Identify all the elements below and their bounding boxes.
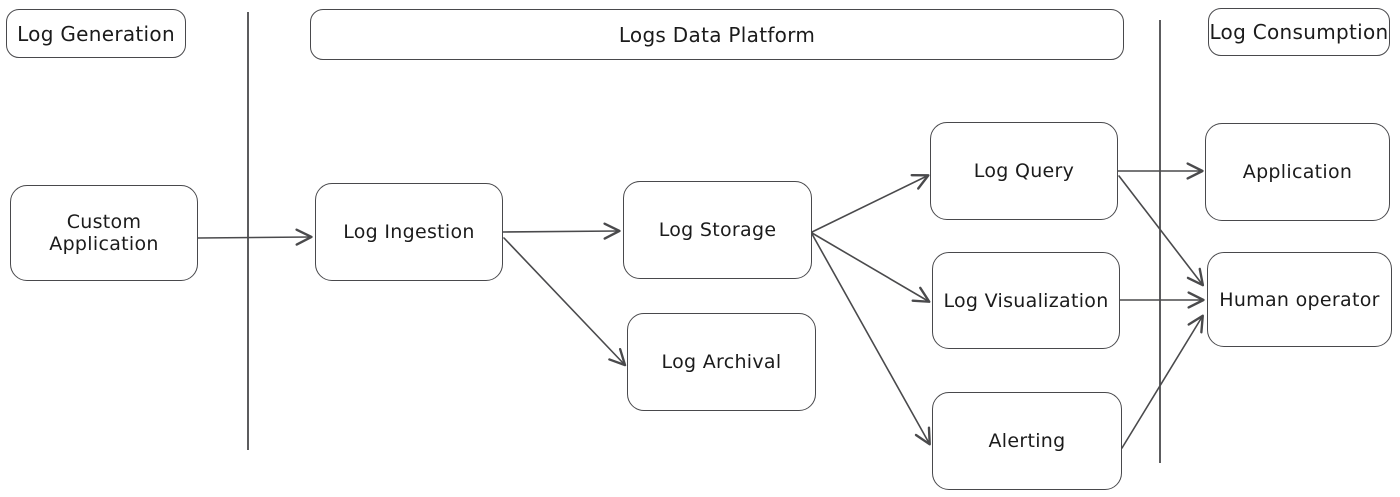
node-human-operator: Human operator [1207, 252, 1392, 347]
edge-log-storage-alerting [811, 233, 931, 446]
edge-log-storage-log-visualization [811, 232, 931, 303]
section-label-logs-data-platform: Logs Data Platform [310, 9, 1124, 60]
node-log-archival: Log Archival [627, 313, 816, 411]
edge-custom-application-log-ingestion [197, 228, 313, 246]
section-label-log-generation: Log Generation [6, 9, 186, 58]
node-alerting: Alerting [932, 392, 1122, 490]
node-custom-application: Custom Application [10, 185, 198, 281]
node-log-query: Log Query [930, 122, 1118, 220]
edge-alerting-human-operator [1121, 314, 1204, 449]
edge-log-storage-log-query [811, 173, 930, 233]
edge-log-query-human-operator [1118, 175, 1205, 287]
edge-log-ingestion-log-storage [502, 222, 621, 240]
node-application: Application [1205, 123, 1390, 221]
node-log-storage: Log Storage [623, 181, 812, 279]
node-log-ingestion: Log Ingestion [315, 183, 503, 281]
edge-log-ingestion-log-archival [503, 237, 627, 367]
section-label-log-consumption: Log Consumption [1208, 8, 1390, 56]
node-log-visualization: Log Visualization [932, 252, 1120, 349]
